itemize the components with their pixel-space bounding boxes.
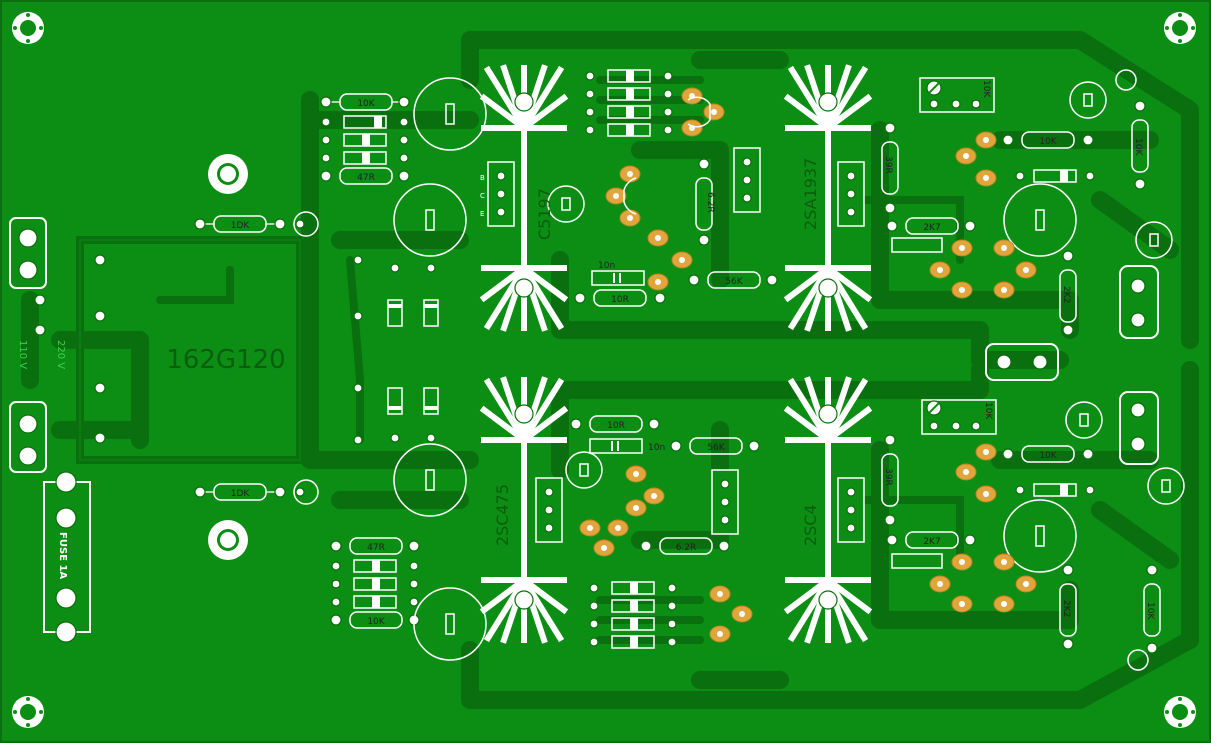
transistor-top-left-label: C5197 (535, 188, 554, 240)
pin-c-label: C (480, 192, 485, 200)
r-39r-top-label: 39R (883, 156, 893, 174)
mounting-holes (12, 12, 1196, 728)
r-10k-bottom-label: 10K (367, 617, 385, 627)
power-transistors: B C E C5197 2SA1937 2SC475 2SC4 (480, 147, 865, 546)
r-10r-bottom-label: 10R (607, 421, 625, 431)
pot-top-label: 10K (981, 80, 991, 98)
voltage-110-label: 110 V (17, 340, 28, 369)
transistor-bottom-left-label: 2SC475 (493, 484, 512, 546)
transformer: 162G120 220 V 110 V (17, 239, 301, 461)
r-10k-vertical-top-label: 10K (1133, 138, 1143, 156)
r-2k2-bottom-label: 2K2 (1061, 600, 1071, 617)
ac-terminals (9, 217, 106, 473)
r-2k7-bottom-label: 2K7 (923, 537, 940, 547)
pin-e-label: E (480, 210, 484, 218)
fuse: FUSE 1A (43, 471, 91, 643)
r-input-top-label: 1DK (231, 221, 251, 231)
trim-pots: 10K 10K (919, 77, 997, 435)
right-side-passives: 39R 39R 2K7 2K7 10K 10K (881, 100, 1161, 654)
r-62r-top-label: 6.2R (705, 192, 715, 213)
electrolytic-capacitors (393, 77, 1185, 661)
r-62r-bottom-label: 6.2R (676, 543, 697, 553)
lower-left-stack: 47R 10K (330, 537, 420, 629)
voltage-220-label: 220 V (55, 340, 66, 369)
transformer-label: 162G120 (166, 345, 285, 375)
r-10k-top-label: 10K (357, 99, 375, 109)
r-10k-vertical-bottom-label: 10K (1145, 602, 1155, 620)
r-39r-bottom-label: 39R (883, 468, 893, 486)
r-56k-top-label: 56K (725, 277, 743, 287)
r-10r-top-label: 10R (611, 295, 629, 305)
transistor-bottom-right-label: 2SC4 (801, 504, 820, 546)
r-47r-top-label: 47R (357, 173, 375, 183)
fuse-label: FUSE 1A (57, 532, 68, 579)
middle-diode-rows (585, 69, 677, 649)
cap-10n-bottom-label: 10n (648, 443, 665, 453)
middle-top-passives: 10n 10R 56K 6.2R (574, 158, 778, 307)
pot-bottom-label: 10K (983, 402, 993, 420)
upper-left-stack: 10K 47R (320, 93, 410, 185)
small-signal-transistors (579, 87, 1037, 643)
heatsink-mount-holes (514, 92, 838, 610)
r-10k-right-bottom-label: 10K (1039, 451, 1057, 461)
pin-b-label: B (480, 174, 485, 182)
bridge-diodes (353, 255, 439, 445)
r-input-bottom-label: 1DK (231, 489, 251, 499)
r-10k-right-top-label: 10K (1039, 137, 1057, 147)
r-2k7-top-label: 2K7 (923, 223, 940, 233)
transistor-top-right-label: 2SA1937 (801, 158, 820, 230)
cap-10n-top-label: 10n (598, 261, 615, 271)
copper-traces (21, 31, 1199, 709)
r-2k2-top-label: 2K2 (1061, 286, 1071, 303)
middle-bottom-passives: 10R 10n 56K 6.2R (570, 415, 760, 555)
r-47r-bottom-label: 47R (367, 543, 385, 553)
output-terminals (985, 69, 1159, 671)
input-resistors: 1DK 1DK (194, 211, 319, 505)
r-56k-bottom-label: 56K (707, 443, 725, 453)
